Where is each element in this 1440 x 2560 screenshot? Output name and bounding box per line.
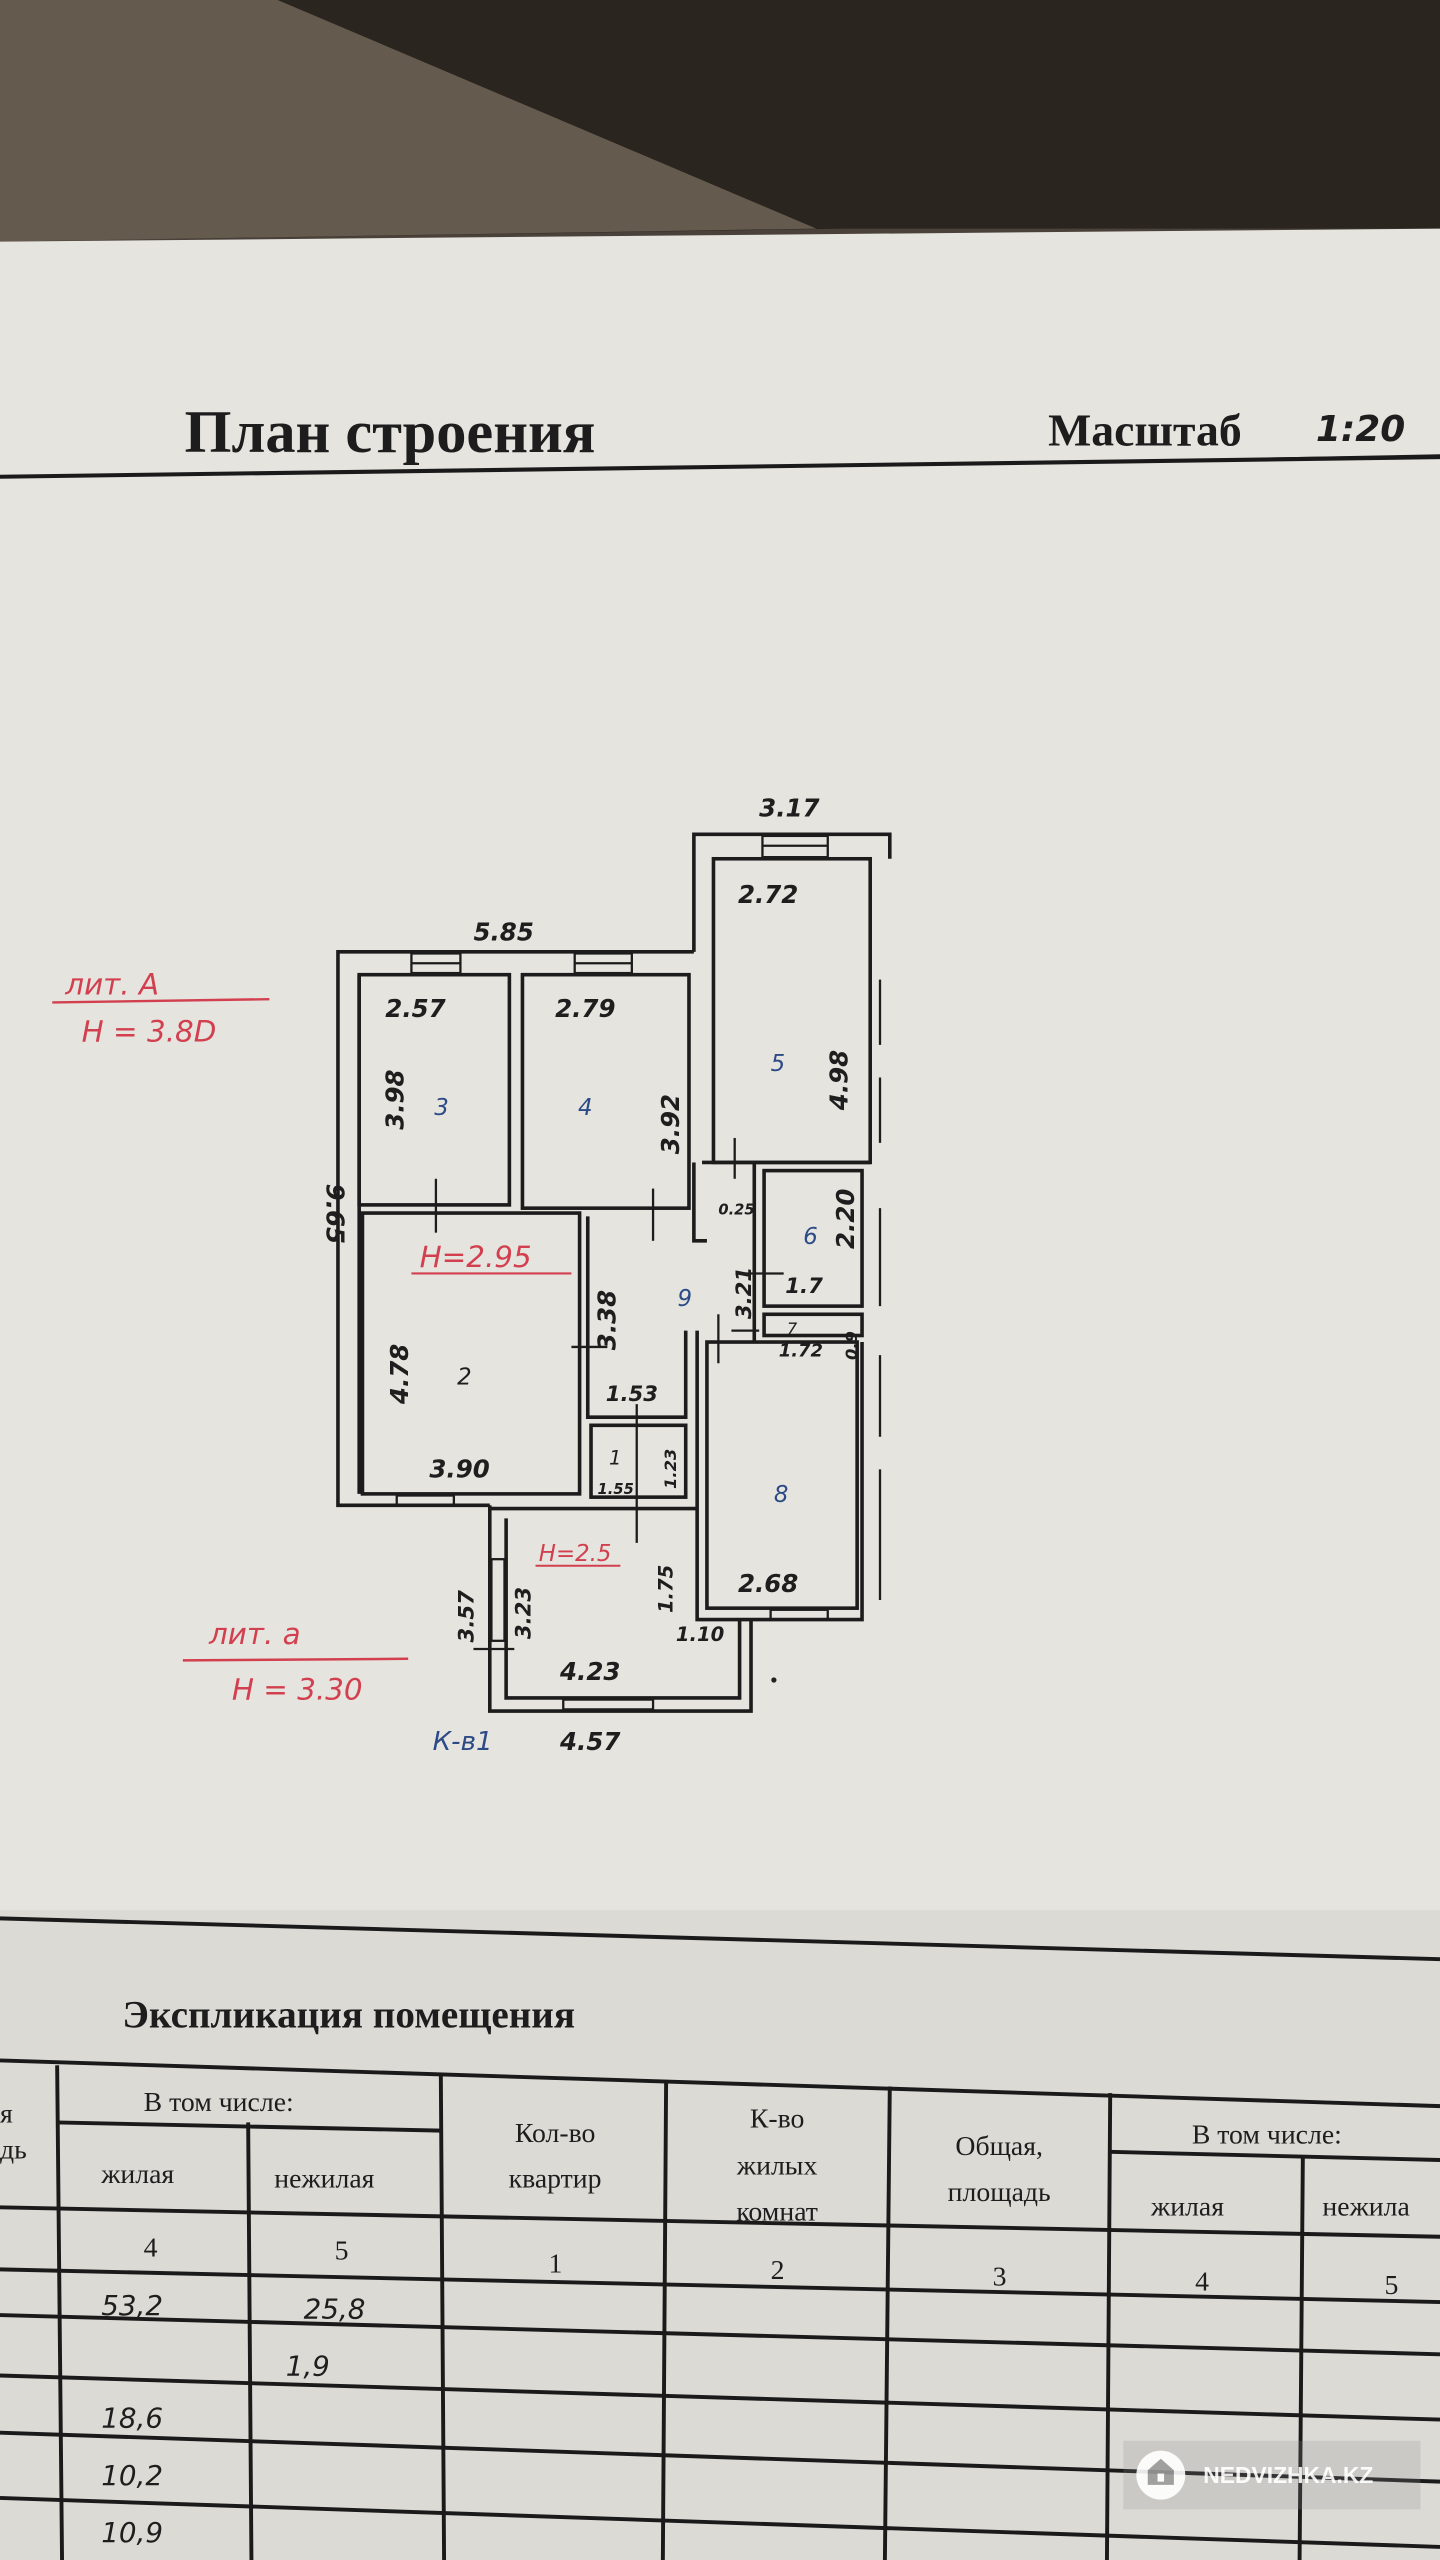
dim-label: 0.9 xyxy=(842,1331,861,1360)
dim-label: 0.25 xyxy=(718,1202,754,1219)
col-number: 2 xyxy=(771,2255,785,2286)
room-number-7: 7 xyxy=(787,1319,798,1338)
carpet-corner xyxy=(0,0,817,242)
dim-label: 3.98 xyxy=(380,1069,409,1129)
lit-main-height: Н = 3.8D xyxy=(82,1015,217,1049)
dim-label: 3.38 xyxy=(593,1290,622,1350)
row-living: 10,2 xyxy=(101,2459,163,2492)
lit-annex-height: Н = 3.30 xyxy=(232,1673,363,1707)
dim-label: 3.92 xyxy=(656,1094,685,1154)
scale-label: Масштаб xyxy=(1048,405,1242,456)
col-number: 3 xyxy=(993,2262,1007,2293)
dim-label: 2.72 xyxy=(738,880,798,909)
dim-label: 3.17 xyxy=(759,793,819,822)
row-living: 53,2 xyxy=(101,2289,163,2322)
dim-label: 9.65 xyxy=(321,1184,350,1244)
lit-main-divider xyxy=(52,997,270,1004)
row-living: 18,6 xyxy=(101,2402,163,2435)
dim-label: 4.23 xyxy=(559,1657,620,1686)
col-total-header-2: площадь xyxy=(948,2177,1051,2208)
house-logo-icon xyxy=(1136,2450,1186,2500)
page-title: План строения xyxy=(184,399,595,466)
row-living: 10,9 xyxy=(101,2516,163,2549)
room-number-9: 9 xyxy=(678,1286,693,1312)
dim-label: 2.79 xyxy=(555,994,615,1023)
dim-label: 3.21 xyxy=(732,1267,757,1319)
dim-label: 1.72 xyxy=(779,1341,823,1362)
dim-label: 2.20 xyxy=(831,1189,860,1249)
dim-label: 1.53 xyxy=(606,1382,658,1407)
floor-plan: 3 4 5 2 9 6 7 1 8 3.17 2.72 5.85 2.57 2.… xyxy=(52,793,892,1757)
col-rooms-header-2: жилых xyxy=(736,2151,818,2182)
row-nonliving: 25,8 xyxy=(304,2292,366,2325)
group-header-left: В том числе: xyxy=(144,2087,294,2118)
dim-label: 1.7 xyxy=(785,1274,823,1299)
col-number: 5 xyxy=(335,2236,349,2267)
paper-lower-band xyxy=(0,1910,1440,2560)
room-number-1: 1 xyxy=(609,1446,621,1469)
room-number-2: 2 xyxy=(457,1364,472,1390)
dim-label: 2.57 xyxy=(385,994,445,1023)
lit-main-label: лит. А xyxy=(64,967,159,1001)
group-header-right: В том числе: xyxy=(1192,2120,1342,2151)
dim-label: 1.75 xyxy=(655,1565,678,1613)
annex-ceiling-height: Н=2.5 xyxy=(539,1541,612,1567)
watermark: NEDVIZHKA.KZ xyxy=(1123,2440,1421,2510)
col-apartments-header-2: квартир xyxy=(509,2164,602,2195)
room-number-4: 4 xyxy=(578,1095,593,1121)
dim-label: 5.85 xyxy=(473,917,533,946)
row-nonliving: 1,9 xyxy=(286,2350,330,2383)
col-total-header: Общая, xyxy=(955,2131,1043,2162)
watermark-text: NEDVIZHKA.KZ xyxy=(1203,2462,1373,2488)
dim-label: 2.68 xyxy=(738,1569,798,1598)
room-number-8: 8 xyxy=(774,1482,789,1508)
col-nonliving2-header: нежила xyxy=(1322,2192,1409,2223)
dim-label: 3.57 xyxy=(454,1590,479,1643)
lit-annex-divider xyxy=(182,1657,409,1662)
partial-header-1: я xyxy=(0,2098,13,2129)
col-nonliving-header: нежилая xyxy=(274,2164,374,2195)
dim-label: 4.57 xyxy=(559,1727,620,1756)
dim-label: 4.78 xyxy=(385,1344,414,1405)
col-number: 4 xyxy=(144,2232,158,2263)
dim-label: 4.98 xyxy=(824,1050,853,1111)
col-rooms-header: К-во xyxy=(750,2103,805,2134)
lit-annex-label: лит. а xyxy=(208,1617,301,1651)
col-living2-header: жилая xyxy=(1150,2192,1224,2223)
partial-header-2: дь xyxy=(0,2134,27,2165)
explication-title: Экспликация помещения xyxy=(122,1994,575,2037)
header-underline xyxy=(0,455,1440,479)
dim-label: 3.23 xyxy=(512,1587,537,1639)
col-number: 4 xyxy=(1195,2267,1209,2298)
room-number-5: 5 xyxy=(771,1051,786,1077)
room-number-3: 3 xyxy=(434,1095,449,1121)
col-number: 1 xyxy=(549,2249,563,2280)
col-apartments-header: Кол-во xyxy=(515,2118,596,2149)
col-rooms-header-3: комнат xyxy=(736,2196,818,2227)
scale-value: 1:20 xyxy=(1316,409,1405,450)
col-number: 5 xyxy=(1384,2270,1398,2301)
room-number-6: 6 xyxy=(803,1224,818,1250)
scale-underline xyxy=(1270,454,1440,460)
apartment-label: К-в1 xyxy=(433,1727,493,1757)
dim-label: 3.90 xyxy=(429,1455,489,1484)
dim-label: 1.23 xyxy=(661,1449,680,1489)
dim-label: 1.10 xyxy=(676,1623,724,1646)
col-living-header: жилая xyxy=(100,2159,174,2190)
explication-table: Экспликация помещения я дь В том числе: xyxy=(0,1916,1440,2560)
main-ceiling-height: Н=2.95 xyxy=(420,1240,532,1274)
dim-label: 1.55 xyxy=(598,1481,634,1498)
